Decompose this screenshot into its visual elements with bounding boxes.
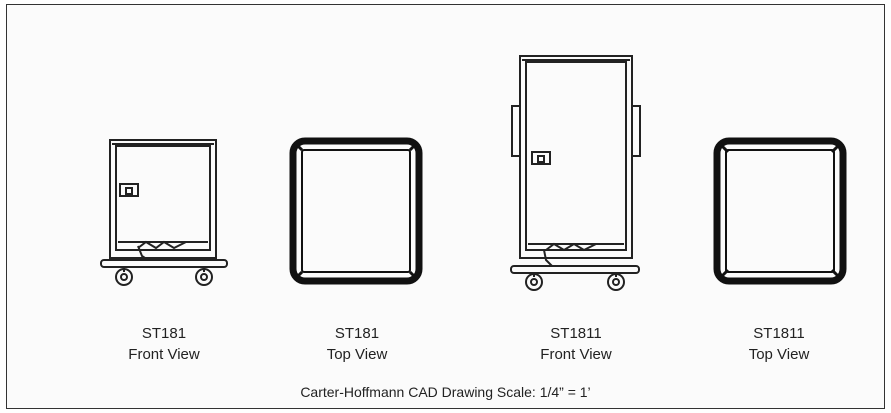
label-st181-top: ST181 Top View xyxy=(287,323,427,365)
label-st181-front: ST181 Front View xyxy=(94,323,234,365)
view-name: Front View xyxy=(128,346,200,363)
model-name: ST181 xyxy=(334,325,380,342)
st1811-top-view-drawing xyxy=(712,136,848,286)
model-name: ST181 xyxy=(141,325,187,342)
label-st1811-top: ST1811 Top View xyxy=(709,323,849,365)
label-st1811-front: ST1811 Front View xyxy=(506,323,646,365)
drawing-frame xyxy=(6,4,885,409)
st181-front-view-drawing xyxy=(98,138,230,290)
scale-caption: Carter-Hoffmann CAD Drawing Scale: 1/4” … xyxy=(300,384,591,400)
model-name: ST1811 xyxy=(550,325,602,342)
model-name: ST1811 xyxy=(753,325,805,342)
st181-top-view-drawing xyxy=(288,136,424,286)
view-name: Top View xyxy=(748,346,810,363)
st1811-front-view-drawing xyxy=(504,54,648,294)
view-name: Top View xyxy=(326,346,388,363)
view-name: Front View xyxy=(540,346,612,363)
